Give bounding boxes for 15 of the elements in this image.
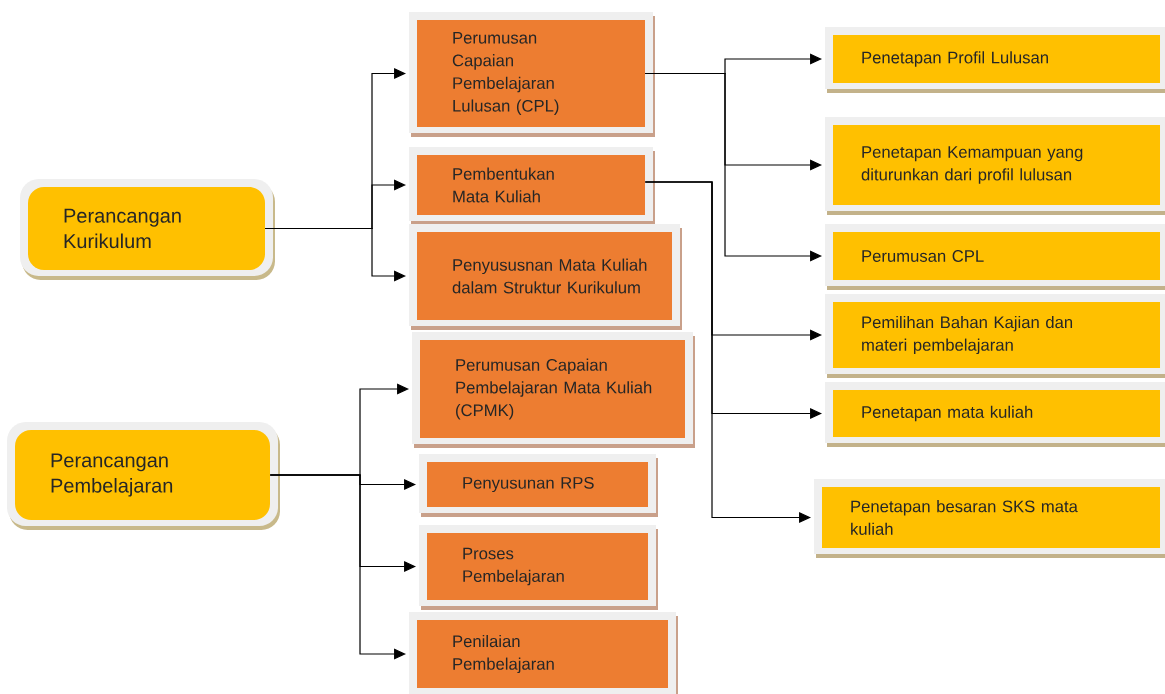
process-box: Penetapan mata kuliah: [825, 382, 1165, 447]
process-box: Penetapan Kemampuan yang diturunkan dari profil lulusan: [825, 117, 1165, 215]
process-box: Perumusan Capaian Pembelajaran Lulusan (CPL): [409, 12, 655, 137]
process-box: Penyusunan RPS: [419, 454, 658, 517]
process-box: Penyususnan Mata Kuliah dalam Struktur Kurikulum: [409, 224, 682, 330]
process-box: Penilaian Pembelajaran: [409, 612, 678, 694]
rounded-box: Perancangan Kurikulum: [20, 179, 275, 280]
process-box: Proses Pembelajaran: [419, 525, 658, 610]
process-box: Penetapan Profil Lulusan: [825, 27, 1165, 93]
process-box: Perumusan Capaian Pembelajaran Mata Kuliah (CPMK): [412, 332, 695, 448]
process-box: Pembentukan Mata Kuliah: [409, 147, 655, 225]
process-box: Pemilihan Bahan Kajian dan materi pembelajaran: [825, 294, 1165, 378]
process-box: Penetapan besaran SKS mata kuliah: [814, 479, 1165, 558]
process-box: Perumusan CPL: [825, 224, 1165, 290]
rounded-box: Perancangan Pembelajaran: [7, 422, 280, 530]
